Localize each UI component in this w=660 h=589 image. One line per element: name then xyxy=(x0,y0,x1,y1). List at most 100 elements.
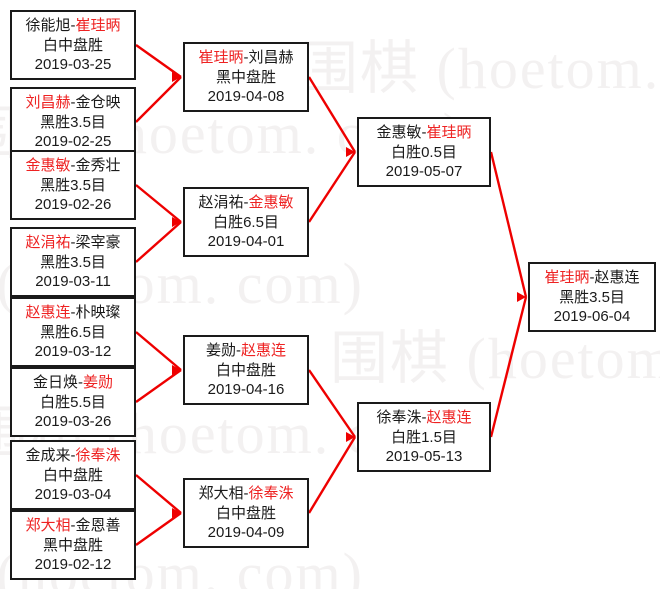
connector-arrowhead xyxy=(172,217,181,227)
player-right[interactable]: 金秀壮 xyxy=(75,157,121,174)
player-right[interactable]: 赵惠连 xyxy=(426,409,472,426)
player-right[interactable]: 金仓映 xyxy=(75,94,121,111)
player-separator: - xyxy=(236,342,241,359)
connector-line-lower xyxy=(307,436,357,514)
match-players: 金成来-徐奉洙 xyxy=(12,446,134,466)
match-result: 白胜6.5目 xyxy=(213,213,279,231)
player-right[interactable]: 徐奉洙 xyxy=(75,447,121,464)
match-box[interactable]: 郑大相-金恩善黑中盘胜 2019-02-12 xyxy=(10,510,136,580)
player-right[interactable]: 姜勋 xyxy=(83,374,114,391)
match-box[interactable]: 赵涓祐-梁宰豪黑胜3.5目 2019-03-11 xyxy=(10,227,136,297)
player-left[interactable]: 郑大相 xyxy=(25,517,71,534)
match-result: 白胜5.5目 xyxy=(40,393,106,411)
player-left[interactable]: 郑大相 xyxy=(198,485,244,502)
match-result: 黑中盘胜 xyxy=(42,536,103,554)
player-separator: - xyxy=(589,269,595,286)
match-players: 徐能旭-崔珪昞 xyxy=(12,16,134,36)
player-left[interactable]: 刘昌赫 xyxy=(25,94,71,111)
match-result: 黑胜3.5目 xyxy=(559,288,625,306)
match-players: 金惠敏-金秀壮 xyxy=(12,156,134,176)
player-separator: - xyxy=(78,374,83,391)
player-left[interactable]: 赵涓祐 xyxy=(198,194,244,211)
match-result: 白胜0.5目 xyxy=(391,143,457,161)
player-separator: - xyxy=(70,447,76,464)
match-box[interactable]: 崔珪昞-赵惠连黑胜3.5目 2019-06-04 xyxy=(528,262,656,332)
player-right[interactable]: 金恩善 xyxy=(75,517,121,534)
watermark-text: 围棋 (hoetom. com) xyxy=(300,36,660,101)
player-right[interactable]: 徐奉洙 xyxy=(248,485,294,502)
player-separator: - xyxy=(243,485,249,502)
player-left[interactable]: 崔珪昞 xyxy=(544,269,590,286)
player-separator: - xyxy=(421,124,427,141)
player-left[interactable]: 金惠敏 xyxy=(376,124,422,141)
match-result: 白中盘胜 xyxy=(215,361,276,379)
match-date: 2019-06-04 xyxy=(553,308,631,325)
player-separator: - xyxy=(421,409,427,426)
match-date: 2019-02-25 xyxy=(34,133,112,150)
connector-line-upper xyxy=(135,184,182,223)
match-date: 2019-02-12 xyxy=(34,556,112,573)
connector-arrowhead xyxy=(172,72,181,82)
match-date: 2019-05-13 xyxy=(385,448,463,465)
player-left[interactable]: 赵惠连 xyxy=(25,304,71,321)
player-left[interactable]: 赵涓祐 xyxy=(25,234,71,251)
match-players: 崔珪昞-刘昌赫 xyxy=(185,48,307,68)
player-separator: - xyxy=(70,234,76,251)
player-left[interactable]: 徐奉洙 xyxy=(376,409,422,426)
player-left[interactable]: 徐能旭 xyxy=(25,17,71,34)
connector-line-upper xyxy=(308,369,356,438)
player-right[interactable]: 崔珪昞 xyxy=(75,17,121,34)
player-right[interactable]: 刘昌赫 xyxy=(248,49,294,66)
match-result: 黑胜6.5目 xyxy=(40,323,106,341)
match-date: 2019-04-08 xyxy=(207,88,285,105)
connector-arrowhead xyxy=(346,432,355,442)
match-players: 郑大相-金恩善 xyxy=(12,516,134,536)
player-right[interactable]: 朴映璨 xyxy=(75,304,121,321)
match-date: 2019-03-12 xyxy=(34,343,112,360)
match-result: 白中盘胜 xyxy=(42,36,103,54)
player-right[interactable]: 赵惠连 xyxy=(241,342,287,359)
match-players: 金日焕-姜勋 xyxy=(12,373,134,393)
player-right[interactable]: 赵惠连 xyxy=(594,269,640,286)
player-left[interactable]: 崔珪昞 xyxy=(198,49,244,66)
match-date: 2019-03-11 xyxy=(35,273,111,290)
match-date: 2019-03-25 xyxy=(34,56,112,73)
connector-arrowhead xyxy=(172,508,181,518)
connector-line-upper xyxy=(307,76,357,153)
match-date: 2019-02-26 xyxy=(34,196,112,213)
match-result: 白胜1.5目 xyxy=(391,428,457,446)
match-box[interactable]: 徐能旭-崔珪昞白中盘胜 2019-03-25 xyxy=(10,10,136,80)
match-result: 黑胜3.5目 xyxy=(40,253,106,271)
match-players: 徐奉洙-赵惠连 xyxy=(359,408,489,428)
player-left[interactable]: 金惠敏 xyxy=(25,157,71,174)
player-separator: - xyxy=(70,157,76,174)
connector-line-upper xyxy=(135,331,182,371)
connector-line-lower xyxy=(307,151,357,223)
player-left[interactable]: 金日焕 xyxy=(32,374,78,391)
player-left[interactable]: 金成来 xyxy=(25,447,71,464)
player-right[interactable]: 梁宰豪 xyxy=(75,234,121,251)
player-left[interactable]: 姜勋 xyxy=(205,342,236,359)
connector-line-lower xyxy=(135,221,182,263)
player-right[interactable]: 金惠敏 xyxy=(248,194,294,211)
match-result: 黑中盘胜 xyxy=(215,68,276,86)
player-right[interactable]: 崔珪昞 xyxy=(426,124,472,141)
match-date: 2019-03-26 xyxy=(34,413,112,430)
match-date: 2019-03-04 xyxy=(34,486,112,503)
connector-line-lower xyxy=(135,76,182,123)
player-separator: - xyxy=(243,49,249,66)
connector-arrowhead xyxy=(172,365,181,375)
connector-line-upper xyxy=(135,474,182,514)
